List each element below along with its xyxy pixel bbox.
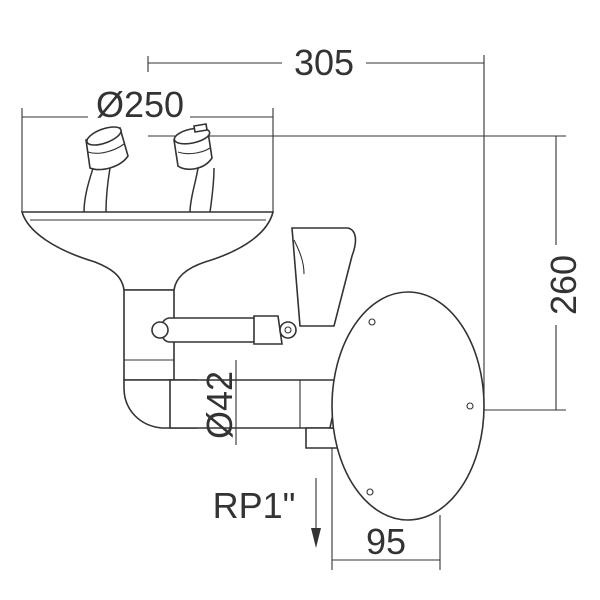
dimension-basin-diameter: Ø250 xyxy=(21,84,274,212)
dimension-260: 260 xyxy=(148,135,584,411)
dimension-pipe-diameter: Ø42 xyxy=(199,360,240,445)
wall-mounting-plate xyxy=(331,291,485,521)
basin-diameter-label: Ø250 xyxy=(96,84,184,125)
basin-bowl xyxy=(20,211,275,291)
right-spray-head-icon xyxy=(173,123,213,171)
valve-handle-icon xyxy=(291,227,357,327)
left-spray-head-icon xyxy=(85,126,129,171)
spray-hoses xyxy=(83,164,215,213)
dimension-95-label: 95 xyxy=(366,521,406,562)
dimension-305-label: 305 xyxy=(294,42,354,83)
pipe-diameter-label: Ø42 xyxy=(199,371,240,439)
dimension-260-label: 260 xyxy=(543,255,584,315)
inlet-arrow-icon: RP1" xyxy=(213,478,321,548)
dimension-305: 305 xyxy=(147,42,485,410)
inlet-thread-label: RP1" xyxy=(213,485,296,526)
dimension-95: 95 xyxy=(331,448,441,570)
valve-rod xyxy=(151,315,297,345)
